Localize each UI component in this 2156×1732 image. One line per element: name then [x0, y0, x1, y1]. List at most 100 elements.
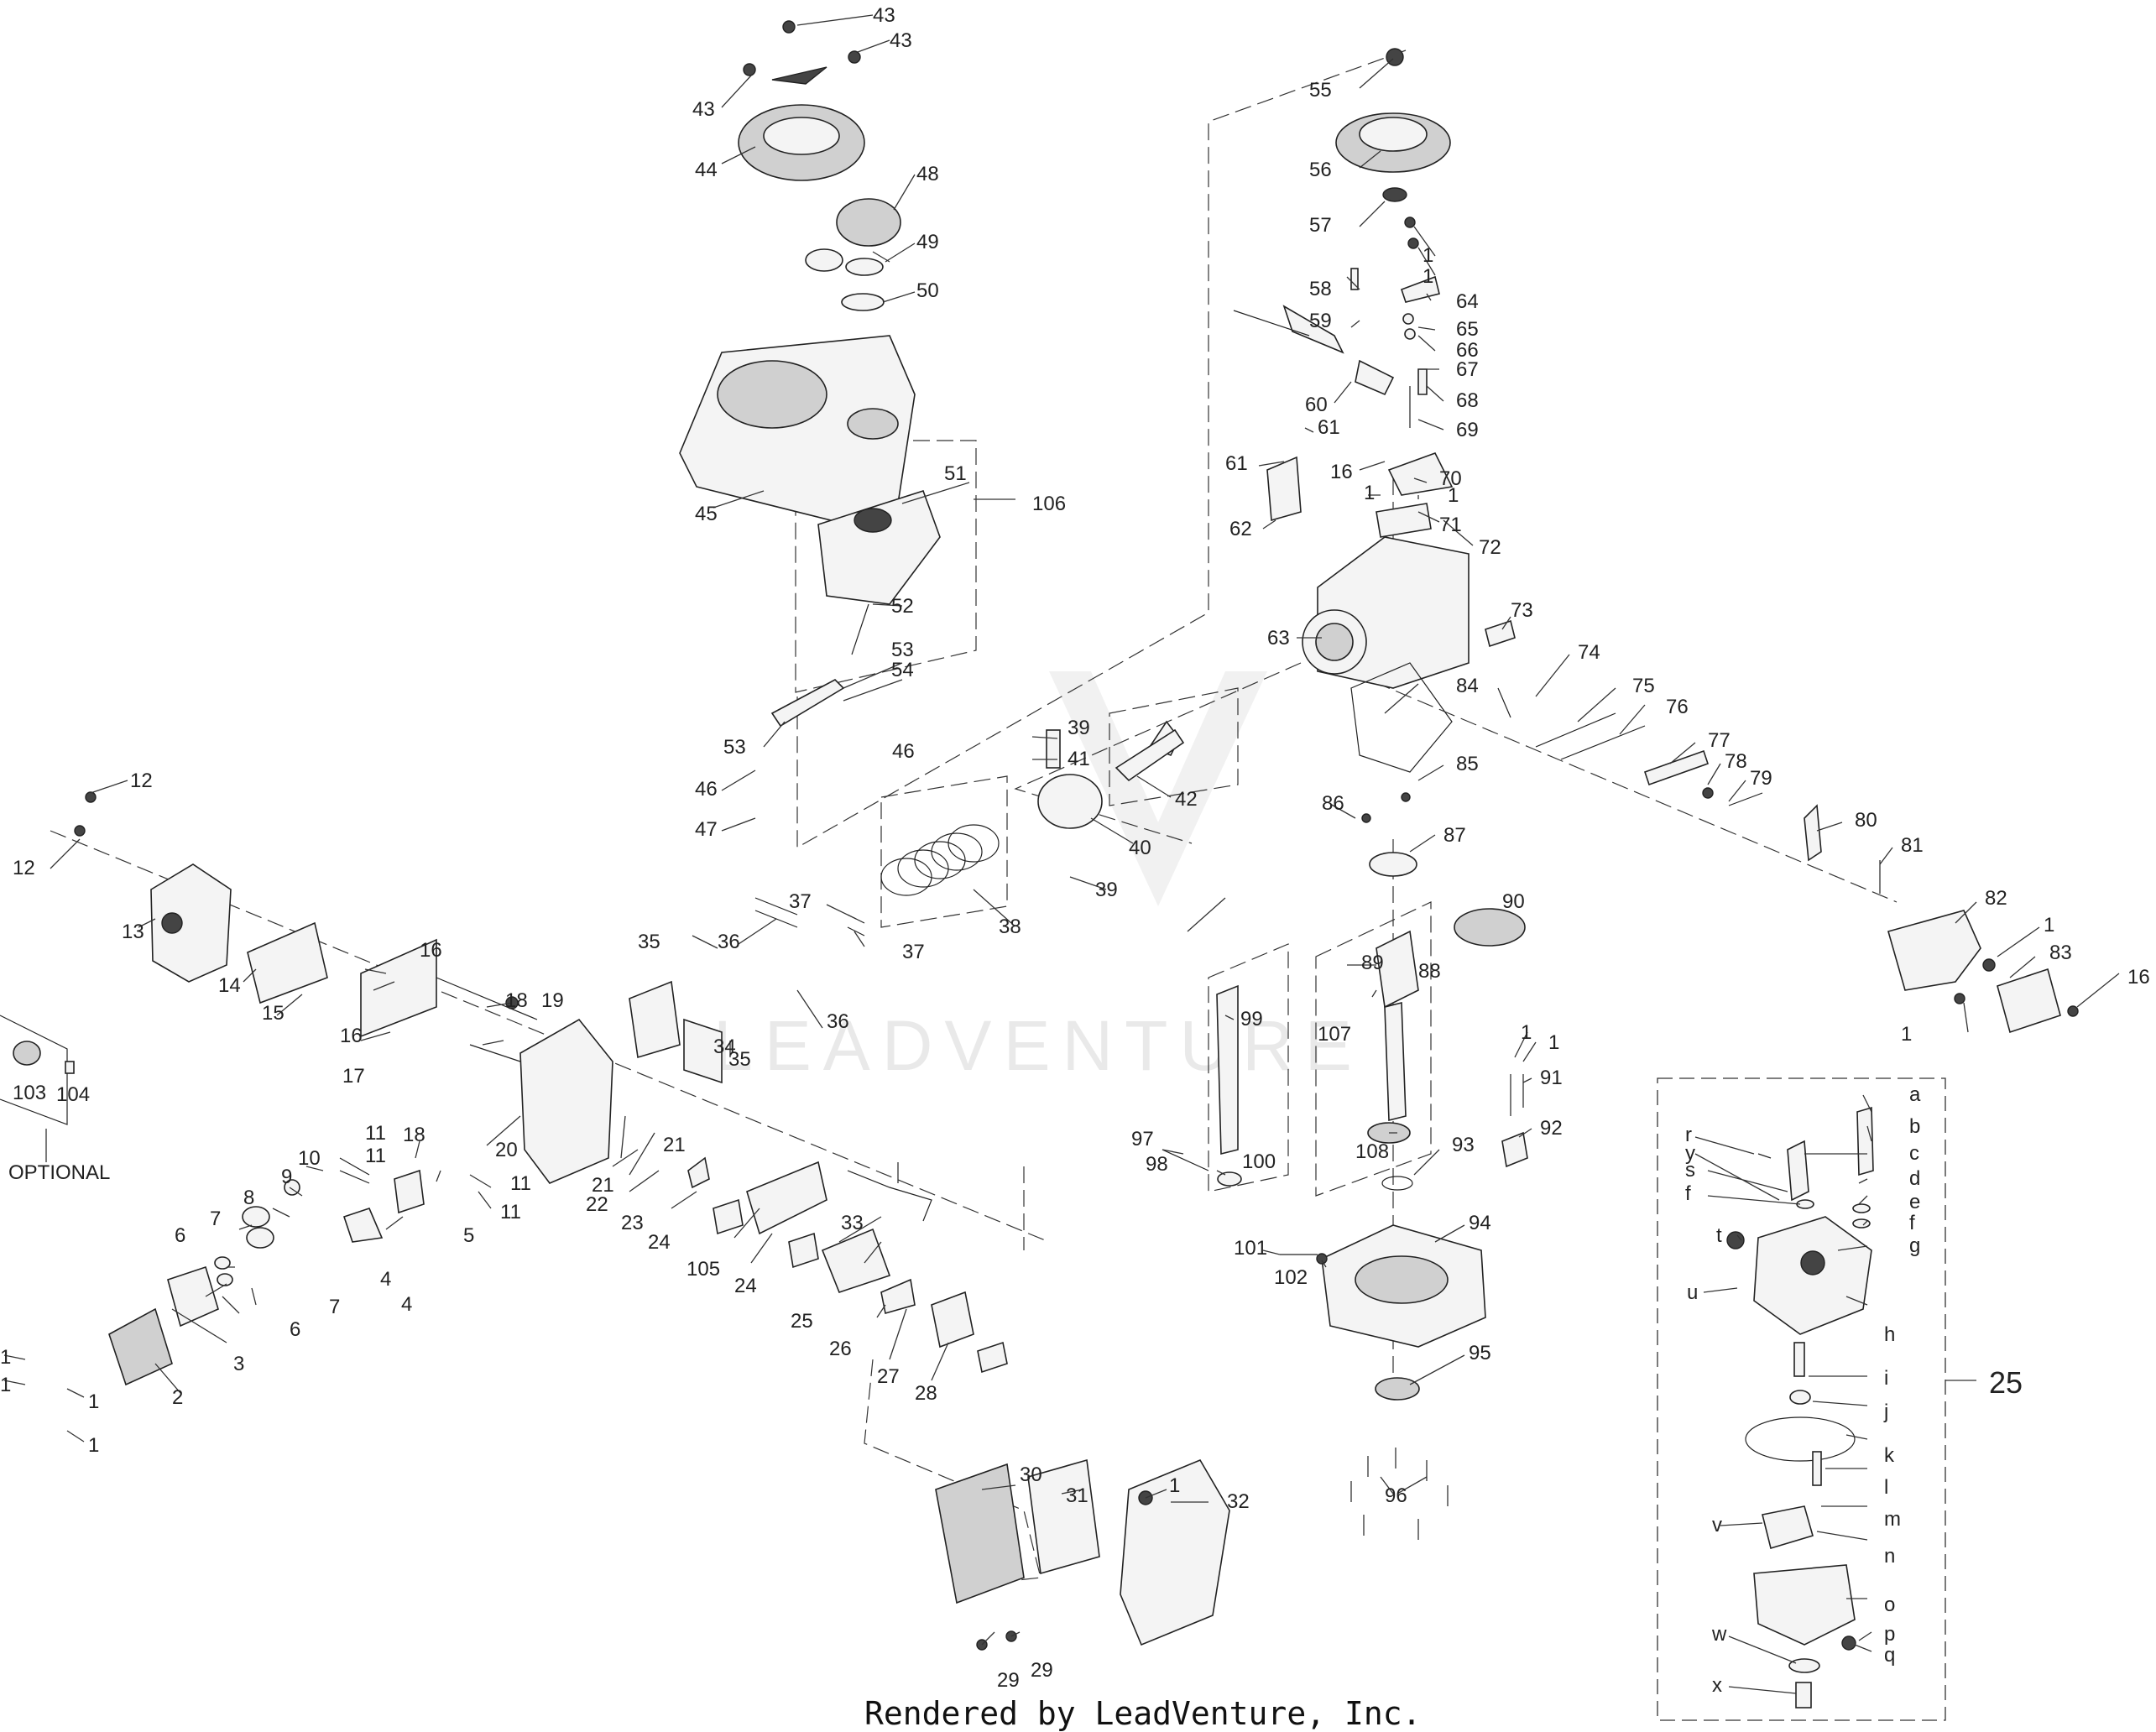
crankshaft: [1162, 792, 1528, 1191]
callout: l: [1884, 1476, 1888, 1499]
callout: p: [1884, 1623, 1895, 1646]
callout: 1: [1423, 244, 1433, 267]
callout: 96: [1385, 1484, 1407, 1507]
assembly-25-label: 25: [1989, 1365, 2023, 1400]
callout: 1: [1364, 482, 1375, 504]
carburetor-detail: [1726, 1106, 1874, 1709]
callout: 90: [1502, 890, 1525, 913]
callout: 55: [1309, 79, 1332, 102]
callout: 24: [734, 1275, 757, 1297]
callout: f: [1685, 1182, 1691, 1205]
callout: 105: [686, 1258, 720, 1281]
callout: 107: [1318, 1023, 1351, 1046]
callout: 53: [723, 736, 746, 759]
callout: 21: [592, 1174, 614, 1197]
callout: 101: [1234, 1237, 1267, 1260]
callout: 34: [713, 1036, 736, 1058]
callout: 1: [1423, 265, 1433, 288]
callout: 75: [1632, 675, 1655, 697]
callout: e: [1909, 1191, 1920, 1213]
callout: u: [1687, 1281, 1698, 1304]
callout: n: [1884, 1545, 1895, 1568]
callout: b: [1909, 1115, 1920, 1138]
callout: f: [1909, 1212, 1915, 1234]
callout: 93: [1452, 1134, 1475, 1156]
callout: 39: [1095, 879, 1118, 901]
callout: 92: [1540, 1117, 1563, 1140]
callout: 8: [243, 1187, 254, 1209]
sump-bolts: [1350, 1448, 1449, 1540]
callout: 65: [1456, 318, 1479, 341]
callout: 28: [915, 1382, 937, 1405]
leader-lines: [3, 14, 2120, 1694]
throttle-linkage: [1497, 687, 2079, 1034]
callout: 14: [218, 974, 241, 997]
callout: 106: [1032, 493, 1066, 515]
callout: 66: [1456, 339, 1479, 362]
optional-box-edge: [0, 1015, 68, 1125]
callout: 68: [1456, 389, 1479, 412]
callout: 23: [621, 1212, 644, 1234]
callout: 67: [1456, 358, 1479, 381]
callout: v: [1712, 1514, 1722, 1536]
callout: k: [1884, 1444, 1895, 1467]
callout: 1: [88, 1434, 99, 1457]
callout: 32: [1227, 1490, 1250, 1513]
callout: 6: [175, 1224, 185, 1247]
callout: 82: [1985, 887, 2007, 910]
callout: j: [1883, 1401, 1888, 1423]
callout: 29: [1031, 1659, 1053, 1682]
callout: 59: [1309, 310, 1332, 332]
callout: 16: [1330, 461, 1353, 483]
callout: 63: [1267, 627, 1290, 650]
callout: 13: [122, 921, 144, 943]
callout: 61: [1225, 452, 1248, 475]
fuel-tank: [770, 490, 941, 728]
crankcase: [1302, 536, 1516, 773]
callout: 87: [1443, 824, 1466, 847]
callout: 85: [1456, 753, 1479, 775]
callout: 91: [1540, 1067, 1563, 1089]
callout: 46: [892, 740, 915, 763]
callout: 53: [891, 639, 914, 661]
callout: 72: [1479, 536, 1501, 559]
callout: 83: [2049, 942, 2072, 964]
callout: 108: [1355, 1140, 1389, 1163]
callout: 43: [873, 4, 895, 27]
callout: 71: [1439, 514, 1462, 536]
callout: 26: [829, 1338, 852, 1360]
callout: 98: [1146, 1153, 1168, 1176]
piston-assembly: [880, 720, 1185, 896]
air-cleaner: [935, 1458, 1230, 1651]
callout: 33: [841, 1212, 864, 1234]
callout: 11: [365, 1122, 386, 1145]
callout: 39: [1068, 717, 1090, 739]
callout: 74: [1578, 641, 1600, 664]
callout: q: [1884, 1644, 1895, 1667]
blower-housing: [679, 335, 916, 525]
callout: w: [1711, 1623, 1727, 1646]
callout: c: [1909, 1142, 1919, 1165]
callout: 94: [1469, 1212, 1491, 1234]
callout: 51: [944, 462, 967, 485]
ignition-governor: [1233, 216, 1454, 538]
callout: 21: [663, 1134, 686, 1156]
callout: 104: [56, 1083, 90, 1106]
callout: 18: [505, 989, 528, 1012]
callout: 56: [1309, 159, 1332, 181]
callout: 50: [916, 279, 939, 302]
optional-parts: [13, 1041, 75, 1074]
callout: 36: [827, 1010, 849, 1033]
callout: 79: [1750, 767, 1772, 790]
callout: 37: [789, 890, 812, 913]
callout: 1: [88, 1390, 99, 1413]
callout: 20: [495, 1139, 518, 1161]
callout: 35: [638, 931, 660, 953]
callout: 1: [0, 1346, 11, 1369]
callout: 4: [380, 1268, 391, 1291]
callout: 16: [340, 1025, 363, 1047]
optional-label: OPTIONAL: [8, 1161, 110, 1184]
callout: 6: [290, 1318, 300, 1341]
callout: 1: [1448, 484, 1459, 507]
